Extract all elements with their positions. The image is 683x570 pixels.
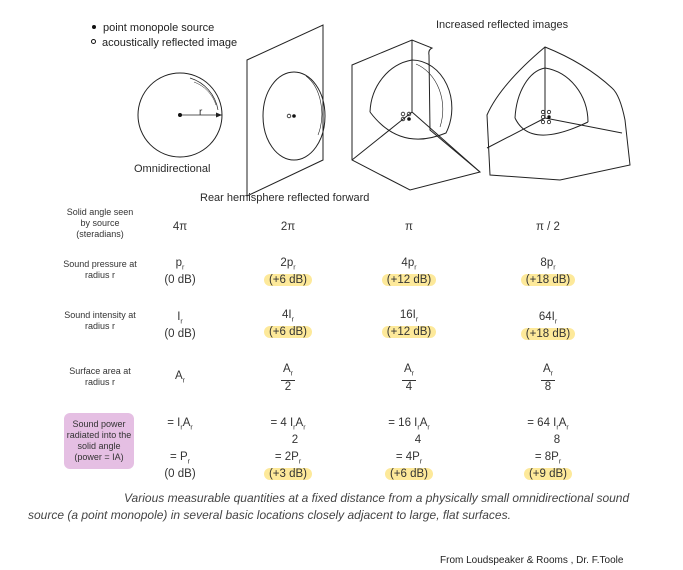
col-corner-power-eq-den: 8 (553, 434, 561, 447)
col-wall-area-num: Ar (280, 363, 295, 382)
col-wall-intensity: 4Ir (+6 dB) (248, 309, 328, 339)
source-credit: From Loudspeaker & Rooms , Dr. F.Toole (440, 555, 624, 566)
legend-monopole-label: point monopole source (103, 22, 215, 34)
col-wall-power-p-value: = 2Pr (274, 451, 302, 466)
col-corner-area-num: Ar (540, 363, 555, 382)
legend-monopole: point monopole source (90, 22, 237, 37)
col-omni-power-p-value: = Pr (170, 451, 190, 466)
col-edge-power-eq-den: 4 (414, 434, 422, 447)
col-omni-pressure: pr (0 dB) (140, 257, 220, 287)
col-edge-power-eq-value: = 16 IrAr (388, 417, 430, 432)
col-corner-solid-angle: π / 2 (536, 221, 560, 233)
col-corner-intensity-db: (+18 dB) (520, 328, 576, 341)
omnidirectional-sphere (137, 72, 223, 158)
col-wall-power-p: = 2Pr (+3 dB) (248, 451, 328, 481)
col-omni-pressure-db: (0 dB) (164, 274, 196, 287)
col-corner-pressure-db: (+18 dB) (520, 274, 576, 287)
col-edge-pressure: 4pr (+12 dB) (364, 257, 454, 287)
col-corner-pressure: 8pr (+18 dB) (503, 257, 593, 287)
figure-caption: Various measurable quantities at a fixed… (28, 491, 630, 522)
col-wall-power-eq-den: 2 (291, 434, 299, 447)
col-edge-power-p: = 4Pr (+6 dB) (364, 451, 454, 481)
col-omni-intensity-value: Ir (177, 311, 183, 326)
col-omni-power-p: = Pr (0 dB) (140, 451, 220, 481)
legend-reflected-label: acoustically reflected image (102, 37, 238, 49)
omnidirectional-label: Omnidirectional (134, 163, 211, 175)
row-label-solid-angle: Solid angle seen by source (steradians) (66, 207, 134, 239)
col-omni-power-eq: = IrAr (167, 417, 193, 432)
col-omni-pressure-value: pr (175, 257, 185, 272)
col-omni-solid-angle: 4π (172, 221, 188, 233)
col-edge-power-db: (+6 dB) (384, 468, 434, 481)
row-label-surface: Surface area at radius r (69, 366, 131, 387)
col-edge-pressure-value: 4pr (401, 257, 417, 272)
col-wall-solid-angle: 2π (280, 221, 296, 233)
col-wall-pressure-db: (+6 dB) (263, 274, 313, 287)
r-label: r (199, 107, 203, 118)
row-label-power: Sound power radiated into the solid angl… (64, 413, 134, 469)
col-wall-power-eq-value: = 4 IrAr (270, 417, 306, 432)
edge-quarter-sphere (351, 39, 482, 191)
col-wall-pressure-value: 2pr (280, 257, 296, 272)
col-edge-intensity-value: 16Ir (399, 309, 419, 324)
col-wall-power-db: (+3 dB) (263, 468, 313, 481)
col-wall-area-den: 2 (284, 381, 292, 394)
col-edge-power-eq: = 16 IrAr 4 (364, 417, 454, 447)
col-corner-power-db: (+9 dB) (523, 468, 573, 481)
corner-eighth-sphere (486, 46, 631, 181)
row-label-intensity: Sound intensity at radius r (64, 310, 136, 331)
col-edge-intensity-db: (+12 dB) (381, 326, 437, 339)
col-omni-power-db: (0 dB) (164, 468, 196, 481)
row-label-power-text: Sound power radiated into the solid angl… (66, 419, 132, 462)
col-wall-power-eq: = 4 IrAr 2 (248, 417, 328, 447)
col-wall-pressure: 2pr (+6 dB) (248, 257, 328, 287)
increased-images-label: Increased reflected images (436, 19, 569, 31)
hollow-dot-icon (91, 39, 96, 44)
col-corner-pressure-value: 8pr (540, 257, 556, 272)
legend: point monopole source acoustically refle… (90, 22, 237, 52)
col-corner-intensity-value: 64Ir (538, 311, 558, 326)
col-omni-intensity: Ir (0 dB) (140, 311, 220, 341)
col-edge-intensity: 16Ir (+12 dB) (364, 309, 454, 339)
rear-hemisphere-label: Rear hemisphere reflected forward (200, 192, 370, 204)
col-wall-intensity-value: 4Ir (282, 309, 294, 324)
col-omni-area: Ar (174, 370, 185, 385)
col-edge-solid-angle: π (405, 221, 413, 233)
col-corner-power-p-value: = 8Pr (534, 451, 562, 466)
col-corner-power-eq-value: = 64 IrAr (527, 417, 569, 432)
col-corner-power-p: = 8Pr (+9 dB) (503, 451, 593, 481)
illustrations (137, 24, 631, 197)
row-label-pressure: Sound pressure at radius r (63, 259, 137, 280)
wall-hemisphere (246, 24, 326, 197)
col-wall-intensity-db: (+6 dB) (263, 326, 313, 339)
col-corner-power-eq: = 64 IrAr 8 (503, 417, 593, 447)
col-omni-intensity-db: (0 dB) (164, 328, 196, 341)
legend-reflected: acoustically reflected image (90, 37, 237, 52)
col-edge-pressure-db: (+12 dB) (381, 274, 437, 287)
col-edge-area-den: 4 (405, 381, 413, 394)
col-edge-power-p-value: = 4Pr (395, 451, 423, 466)
filled-dot-icon (92, 25, 96, 29)
col-edge-area-num: Ar (401, 363, 416, 382)
col-corner-intensity: 64Ir (+18 dB) (503, 311, 593, 341)
col-corner-area-den: 8 (544, 381, 552, 394)
